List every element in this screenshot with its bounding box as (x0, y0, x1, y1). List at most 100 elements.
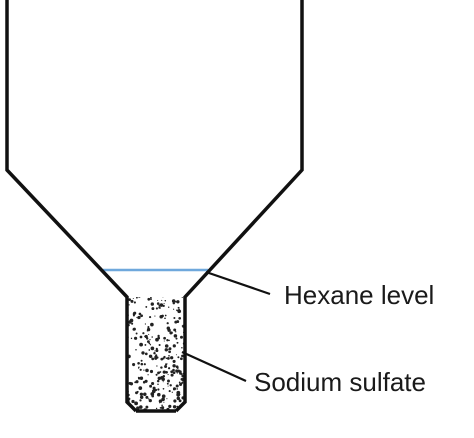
sulfate-speckle (161, 297, 164, 298)
sulfate-speckle (139, 342, 143, 347)
sulfate-speckle (176, 309, 178, 312)
sulfate-speckle (175, 331, 177, 333)
sulfate-speckle (160, 366, 163, 369)
sulfate-speckle (151, 357, 155, 361)
sulfate-speckle (158, 306, 161, 309)
sulfate-speckle (163, 303, 165, 305)
sulfate-speckle (176, 341, 179, 344)
sulfate-speckle (151, 381, 155, 386)
sulfate-speckle (135, 293, 137, 295)
sodium-sulfate-label: Sodium sulfate (254, 367, 426, 397)
sulfate-speckle (162, 381, 164, 383)
sulfate-speckle (145, 395, 149, 399)
sulfate-speckle (155, 307, 158, 310)
sulfate-speckle (178, 370, 182, 374)
sulfate-speckle (149, 369, 154, 374)
sulfate-speckle (181, 294, 183, 296)
sulfate-speckle (132, 362, 136, 367)
sulfate-speckle (167, 349, 169, 351)
sulfate-speckle (165, 363, 168, 366)
sulfate-speckle (162, 387, 165, 390)
sulfate-speckle (148, 354, 153, 359)
sulfate-speckle (176, 366, 179, 369)
sodium-sulfate-packing (126, 288, 185, 411)
sulfate-speckle (168, 339, 170, 342)
sulfate-speckle (147, 374, 149, 376)
sulfate-speckle (176, 372, 178, 374)
sulfate-speckle (147, 297, 151, 301)
sulfate-speckle (157, 299, 159, 302)
sulfate-speckle (161, 314, 164, 318)
sulfate-speckle (132, 314, 135, 317)
sulfate-speckle (138, 366, 140, 368)
sulfate-speckle (148, 398, 152, 403)
sulfate-speckle (163, 401, 165, 403)
sulfate-speckle (162, 370, 166, 374)
sulfate-speckle (166, 398, 168, 400)
sulfate-speckle (148, 333, 150, 335)
funnel-right-wall (174, 0, 304, 413)
sulfate-speckle (158, 343, 161, 347)
sulfate-speckle (168, 306, 170, 308)
sulfate-speckle (154, 356, 158, 360)
sulfate-speckle (164, 364, 168, 369)
sulfate-speckle (181, 297, 184, 298)
sulfate-speckle (178, 316, 182, 320)
sulfate-speckle (150, 346, 155, 351)
sulfate-speckle (174, 320, 178, 324)
sulfate-speckle (172, 405, 177, 409)
sulfate-speckle (144, 323, 146, 325)
sulfate-speckle (159, 406, 162, 409)
sulfate-speckle (138, 312, 142, 316)
sulfate-speckle (168, 404, 172, 408)
sulfate-speckle (180, 372, 183, 375)
sulfate-speckle (169, 384, 172, 387)
sulfate-speckle (176, 390, 181, 395)
sulfate-speckle (184, 292, 185, 293)
sulfate-speckle (133, 301, 136, 304)
sulfate-speckle (137, 290, 140, 293)
sulfate-speckle (154, 315, 156, 317)
sulfate-speckle (163, 336, 166, 340)
sulfate-speckle (174, 300, 177, 303)
sodium-sulfate-leader (181, 350, 247, 383)
sulfate-speckle (144, 343, 147, 346)
sulfate-speckle (149, 344, 152, 346)
sulfate-speckle (126, 292, 129, 295)
sulfate-speckle (168, 367, 171, 370)
sulfate-speckle (161, 404, 163, 407)
sulfate-speckle (148, 349, 151, 351)
sulfate-speckle (173, 328, 177, 332)
sulfate-speckle (145, 288, 146, 289)
sulfate-speckle (164, 344, 169, 348)
sulfate-speckle (175, 354, 177, 356)
sulfate-speckle (132, 297, 134, 300)
sulfate-speckle (129, 382, 134, 386)
sulfate-speckle (165, 370, 168, 374)
sulfate-speckle (163, 340, 165, 342)
sulfate-speckle (136, 406, 140, 410)
sulfate-speckle (167, 385, 169, 387)
sulfate-speckle (133, 336, 138, 340)
sulfate-speckle (177, 309, 181, 312)
sulfate-speckle (140, 314, 143, 318)
sulfate-speckle (159, 371, 162, 373)
sulfate-speckle (143, 369, 145, 371)
sulfate-speckle (155, 337, 159, 342)
sulfate-speckle (155, 347, 158, 350)
sulfate-speckle (168, 347, 172, 351)
sulfate-speckle (161, 394, 166, 398)
sulfate-speckle (146, 336, 148, 339)
sulfate-speckle (162, 357, 165, 360)
sulfate-speckle (128, 320, 132, 323)
sulfate-speckle (172, 359, 176, 363)
sulfate-speckle (164, 348, 169, 352)
sulfate-speckle (175, 291, 178, 294)
sulfate-speckle (135, 380, 139, 384)
sulfate-speckle (157, 388, 160, 391)
sulfate-speckle (150, 298, 152, 301)
sulfate-speckle (181, 290, 184, 293)
sulfate-speckle (131, 294, 133, 296)
sulfate-speckle (159, 402, 161, 404)
sulfate-speckle (155, 354, 158, 357)
